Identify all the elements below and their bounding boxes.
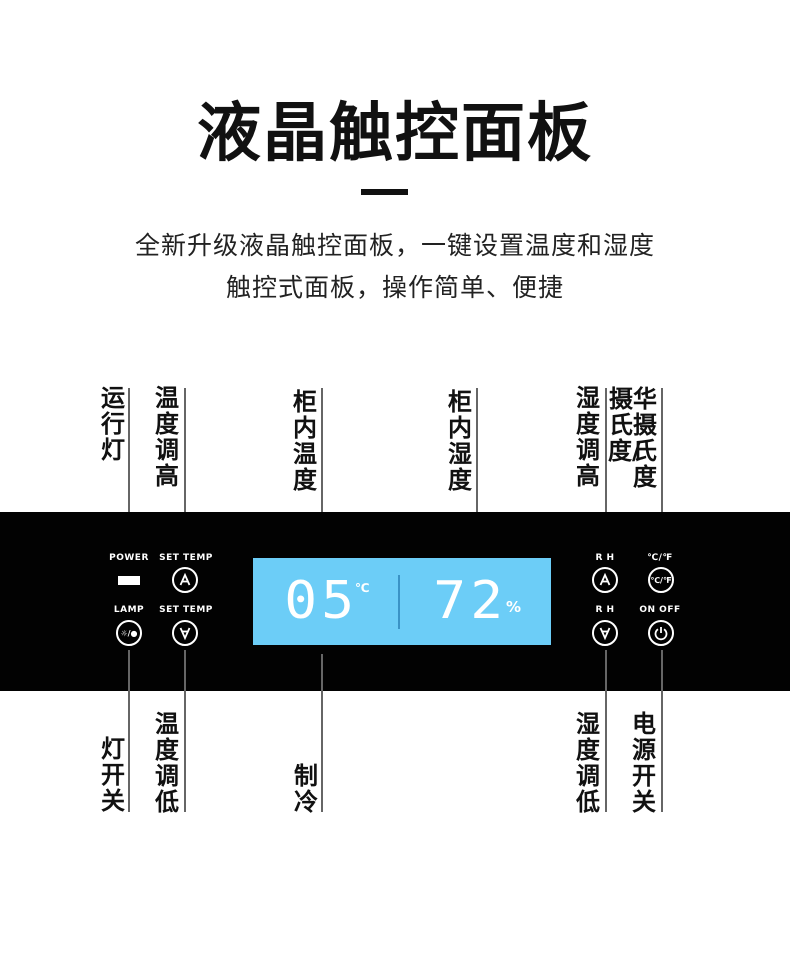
celsius-fahrenheit-icon: ℃/℉: [650, 575, 672, 585]
lamp-label: LAMP: [113, 605, 145, 615]
power-indicator-light: [118, 576, 140, 585]
on-off-label: ON OFF: [639, 605, 681, 615]
set-temp-up-label: SET TEMP: [159, 553, 213, 563]
callout-cabinet-temp: 柜内温度: [293, 388, 317, 494]
callout-temp-down: 温度调低: [155, 710, 179, 816]
power-icon: [654, 627, 668, 641]
title-underline: [361, 189, 408, 195]
temperature-readout: 05: [284, 571, 359, 631]
rh-down-label: R H: [595, 605, 615, 615]
humidity-up-button[interactable]: [592, 567, 618, 593]
page-title: 液晶触控面板: [197, 97, 593, 171]
humidity-readout: 72: [433, 571, 508, 631]
callout-line-humidity-down: [605, 650, 607, 812]
power-button[interactable]: [648, 620, 674, 646]
humidity-down-button[interactable]: [592, 620, 618, 646]
callout-line-humidity-up: [605, 388, 607, 548]
unit-toggle-label: ℃/℉: [647, 553, 673, 563]
callout-cabinet-humidity: 柜内湿度: [448, 388, 472, 494]
callout-line-lamp-switch: [128, 650, 130, 812]
callout-humidity-up: 湿度调高: [576, 384, 600, 490]
callout-celsius-fahrenheit-a: 摄氏度/: [608, 385, 641, 465]
subtitle-line-2: 触控式面板，操作简单、便捷: [225, 273, 564, 302]
callout-temp-up: 温度调高: [155, 384, 179, 490]
unit-toggle-button[interactable]: ℃/℉: [648, 567, 674, 593]
lcd-display: 05 ℃ 72 %: [253, 558, 551, 645]
temp-up-button[interactable]: [172, 567, 198, 593]
subtitle-line-1: 全新升级液晶触控面板，一键设置温度和湿度: [134, 231, 655, 260]
callout-line-temp-up: [184, 388, 186, 550]
callout-line-cabinet-temp: [321, 388, 323, 552]
down-arrow-icon: [599, 627, 611, 641]
lamp-icon: ☼/●: [120, 628, 138, 638]
callout-line-power-switch: [661, 650, 663, 812]
callout-line-running-light: [128, 388, 130, 550]
callout-line-cabinet-humidity: [476, 388, 478, 552]
humidity-unit: %: [506, 598, 522, 616]
power-label: POWER: [109, 553, 149, 563]
rh-up-label: R H: [595, 553, 615, 563]
callout-power-switch: 电源开关: [632, 710, 656, 816]
callout-humidity-down: 湿度调低: [576, 710, 600, 816]
callout-celsius-fahrenheit-b: 华摄氏度: [633, 385, 657, 491]
up-arrow-icon: [179, 572, 191, 586]
lcd-divider: [398, 575, 400, 629]
temperature-unit: ℃: [355, 581, 370, 595]
callout-running-light: 运行灯: [101, 384, 125, 464]
temp-down-button[interactable]: [172, 620, 198, 646]
callout-cooling: 制冷: [294, 762, 318, 816]
callout-line-cooling: [321, 654, 323, 812]
down-arrow-icon: [179, 627, 191, 641]
set-temp-down-label: SET TEMP: [159, 605, 213, 615]
callout-line-celsius-fahrenheit: [661, 388, 663, 548]
lamp-button[interactable]: ☼/●: [116, 620, 142, 646]
up-arrow-icon: [599, 572, 611, 586]
callout-line-temp-down: [184, 650, 186, 812]
callout-lamp-switch: 灯开关: [101, 735, 125, 815]
